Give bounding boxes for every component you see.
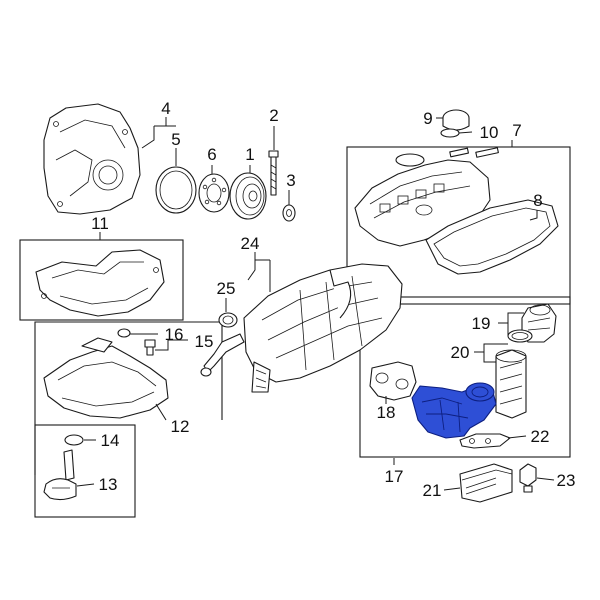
damper-washer[interactable] <box>282 204 296 222</box>
leader-lines <box>76 117 555 491</box>
callout-8: 8 <box>533 191 542 210</box>
damper-bolt[interactable] <box>268 150 279 196</box>
callout-numbers: 4 5 6 1 2 3 9 10 7 8 11 24 25 16 15 12 1… <box>91 99 575 500</box>
drain-plug-gasket[interactable] <box>117 328 131 338</box>
callout-11: 11 <box>91 214 109 233</box>
callout-1: 1 <box>245 145 254 164</box>
callout-5: 5 <box>171 130 180 149</box>
callout-25: 25 <box>217 279 236 298</box>
valve-cover-box <box>346 146 571 305</box>
oil-filler-cap[interactable] <box>442 109 470 131</box>
intake-manifold[interactable] <box>200 263 403 393</box>
housing-seal[interactable] <box>459 433 511 449</box>
callout-17: 17 <box>385 467 404 486</box>
callout-20: 20 <box>451 343 470 362</box>
callout-3: 3 <box>286 171 295 190</box>
callout-12: 12 <box>171 417 190 436</box>
vibration-damper[interactable] <box>229 172 267 220</box>
callout-22: 22 <box>531 427 550 446</box>
oil-pressure-sensor[interactable] <box>519 463 537 493</box>
oil-filter-housing[interactable] <box>411 382 497 439</box>
callout-7: 7 <box>512 121 521 140</box>
valve-cover-gasket[interactable] <box>425 199 559 275</box>
sensor-o-ring[interactable] <box>64 434 84 446</box>
upper-oil-pan[interactable] <box>35 249 165 317</box>
housing-gasket[interactable] <box>369 361 417 401</box>
oil-filter-housing-box <box>359 296 571 458</box>
callout-6: 6 <box>207 145 216 164</box>
callout-16: 16 <box>165 325 184 344</box>
front-seal[interactable] <box>155 166 197 214</box>
timing-cover[interactable] <box>43 103 141 215</box>
callout-21: 21 <box>423 481 442 500</box>
callout-2: 2 <box>269 106 278 125</box>
callout-19: 19 <box>472 314 491 333</box>
callout-14: 14 <box>101 431 120 450</box>
callout-15: 15 <box>195 332 214 351</box>
lower-oil-pan[interactable] <box>43 337 169 419</box>
callout-24: 24 <box>241 234 260 253</box>
oil-pan-lower-box <box>34 321 223 475</box>
callout-13: 13 <box>99 475 118 494</box>
callout-4: 4 <box>161 99 170 118</box>
oil-cooler[interactable] <box>459 463 513 503</box>
drain-plug[interactable] <box>144 339 156 356</box>
manifold-seal[interactable] <box>218 312 238 328</box>
filter-cap-seals[interactable] <box>507 329 533 343</box>
callout-18: 18 <box>377 403 396 422</box>
callout-9: 9 <box>423 109 432 128</box>
callout-10: 10 <box>480 123 499 142</box>
pulley-hub[interactable] <box>198 173 230 213</box>
oil-filter-element[interactable] <box>495 349 527 419</box>
cap-seal[interactable] <box>440 128 460 138</box>
oil-level-sensor-box <box>34 424 136 518</box>
oil-level-sensor[interactable] <box>43 449 77 501</box>
callout-23: 23 <box>557 471 576 490</box>
oil-pan-upper-box <box>19 239 184 321</box>
